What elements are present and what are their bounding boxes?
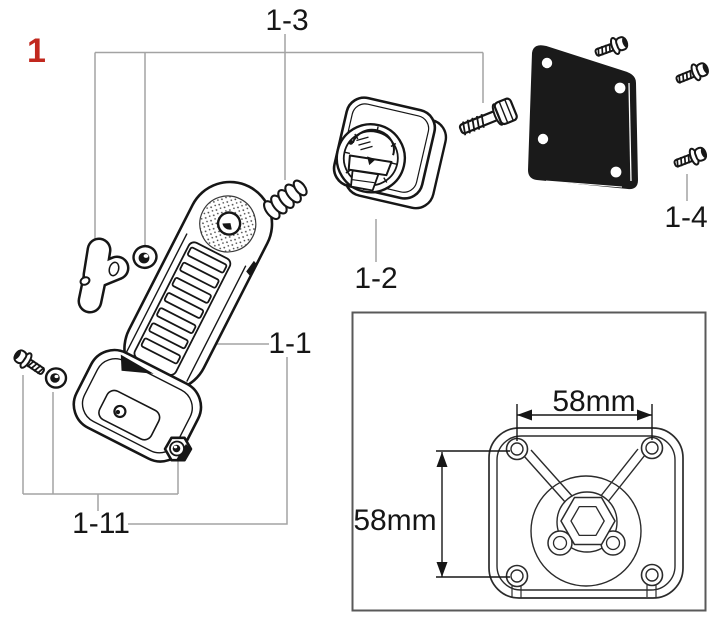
callout-label-adapter-plate: 1-2 bbox=[354, 262, 397, 295]
detail-slot-ticks bbox=[511, 585, 657, 598]
detail-small-holes bbox=[547, 530, 626, 556]
arm-adjustment-slots bbox=[140, 246, 228, 365]
callout-label-arm: 1-1 bbox=[268, 327, 311, 360]
part-spring bbox=[263, 179, 308, 221]
detail-ribs bbox=[523, 448, 646, 504]
figure-number: 1 bbox=[27, 32, 46, 70]
callout-line-arm-to-hardware bbox=[128, 357, 288, 525]
detail-plate-drawing bbox=[488, 427, 684, 599]
part-foot-washer bbox=[44, 367, 68, 389]
dimension-height bbox=[436, 450, 510, 578]
callout-label-hardware-kit: 1-11 bbox=[72, 507, 130, 540]
part-clamp-knob bbox=[77, 237, 130, 314]
detail-view-box: 58mm 58mm bbox=[351, 311, 707, 612]
detail-corner-holes bbox=[505, 436, 664, 588]
callout-line-hardware-bus bbox=[23, 493, 178, 511]
part-foot-screw bbox=[9, 345, 49, 380]
width-dimension-label: 58mm bbox=[552, 385, 635, 418]
part-hex-bolt bbox=[458, 97, 518, 136]
part-adapter-plate bbox=[332, 96, 448, 210]
callout-label-spring: 1-3 bbox=[265, 4, 308, 37]
part-vesa-plate bbox=[528, 45, 638, 190]
part-hex-nut bbox=[163, 436, 193, 462]
height-dimension-label: 58mm bbox=[353, 504, 436, 537]
part-tilt-arm bbox=[72, 180, 274, 463]
callout-lines bbox=[22, 34, 688, 525]
dimension-width bbox=[516, 404, 653, 441]
part-upper-washer bbox=[132, 244, 158, 270]
callout-label-screws: 1-4 bbox=[664, 201, 707, 234]
